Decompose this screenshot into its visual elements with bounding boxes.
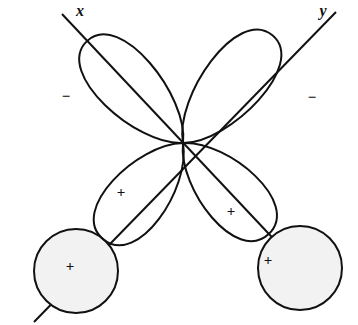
axis-label: y — [318, 3, 327, 19]
phase-sign: − — [61, 89, 72, 104]
s-orbital — [258, 226, 342, 310]
phase-sign: + — [226, 204, 237, 219]
phase-sign: − — [307, 90, 318, 105]
phase-sign: + — [116, 185, 127, 200]
orbital-lobe — [161, 122, 291, 254]
axis-label: x — [75, 3, 85, 19]
orbital-lobe — [159, 16, 296, 163]
phase-sign: + — [263, 253, 274, 268]
phase-sign: + — [65, 259, 76, 274]
